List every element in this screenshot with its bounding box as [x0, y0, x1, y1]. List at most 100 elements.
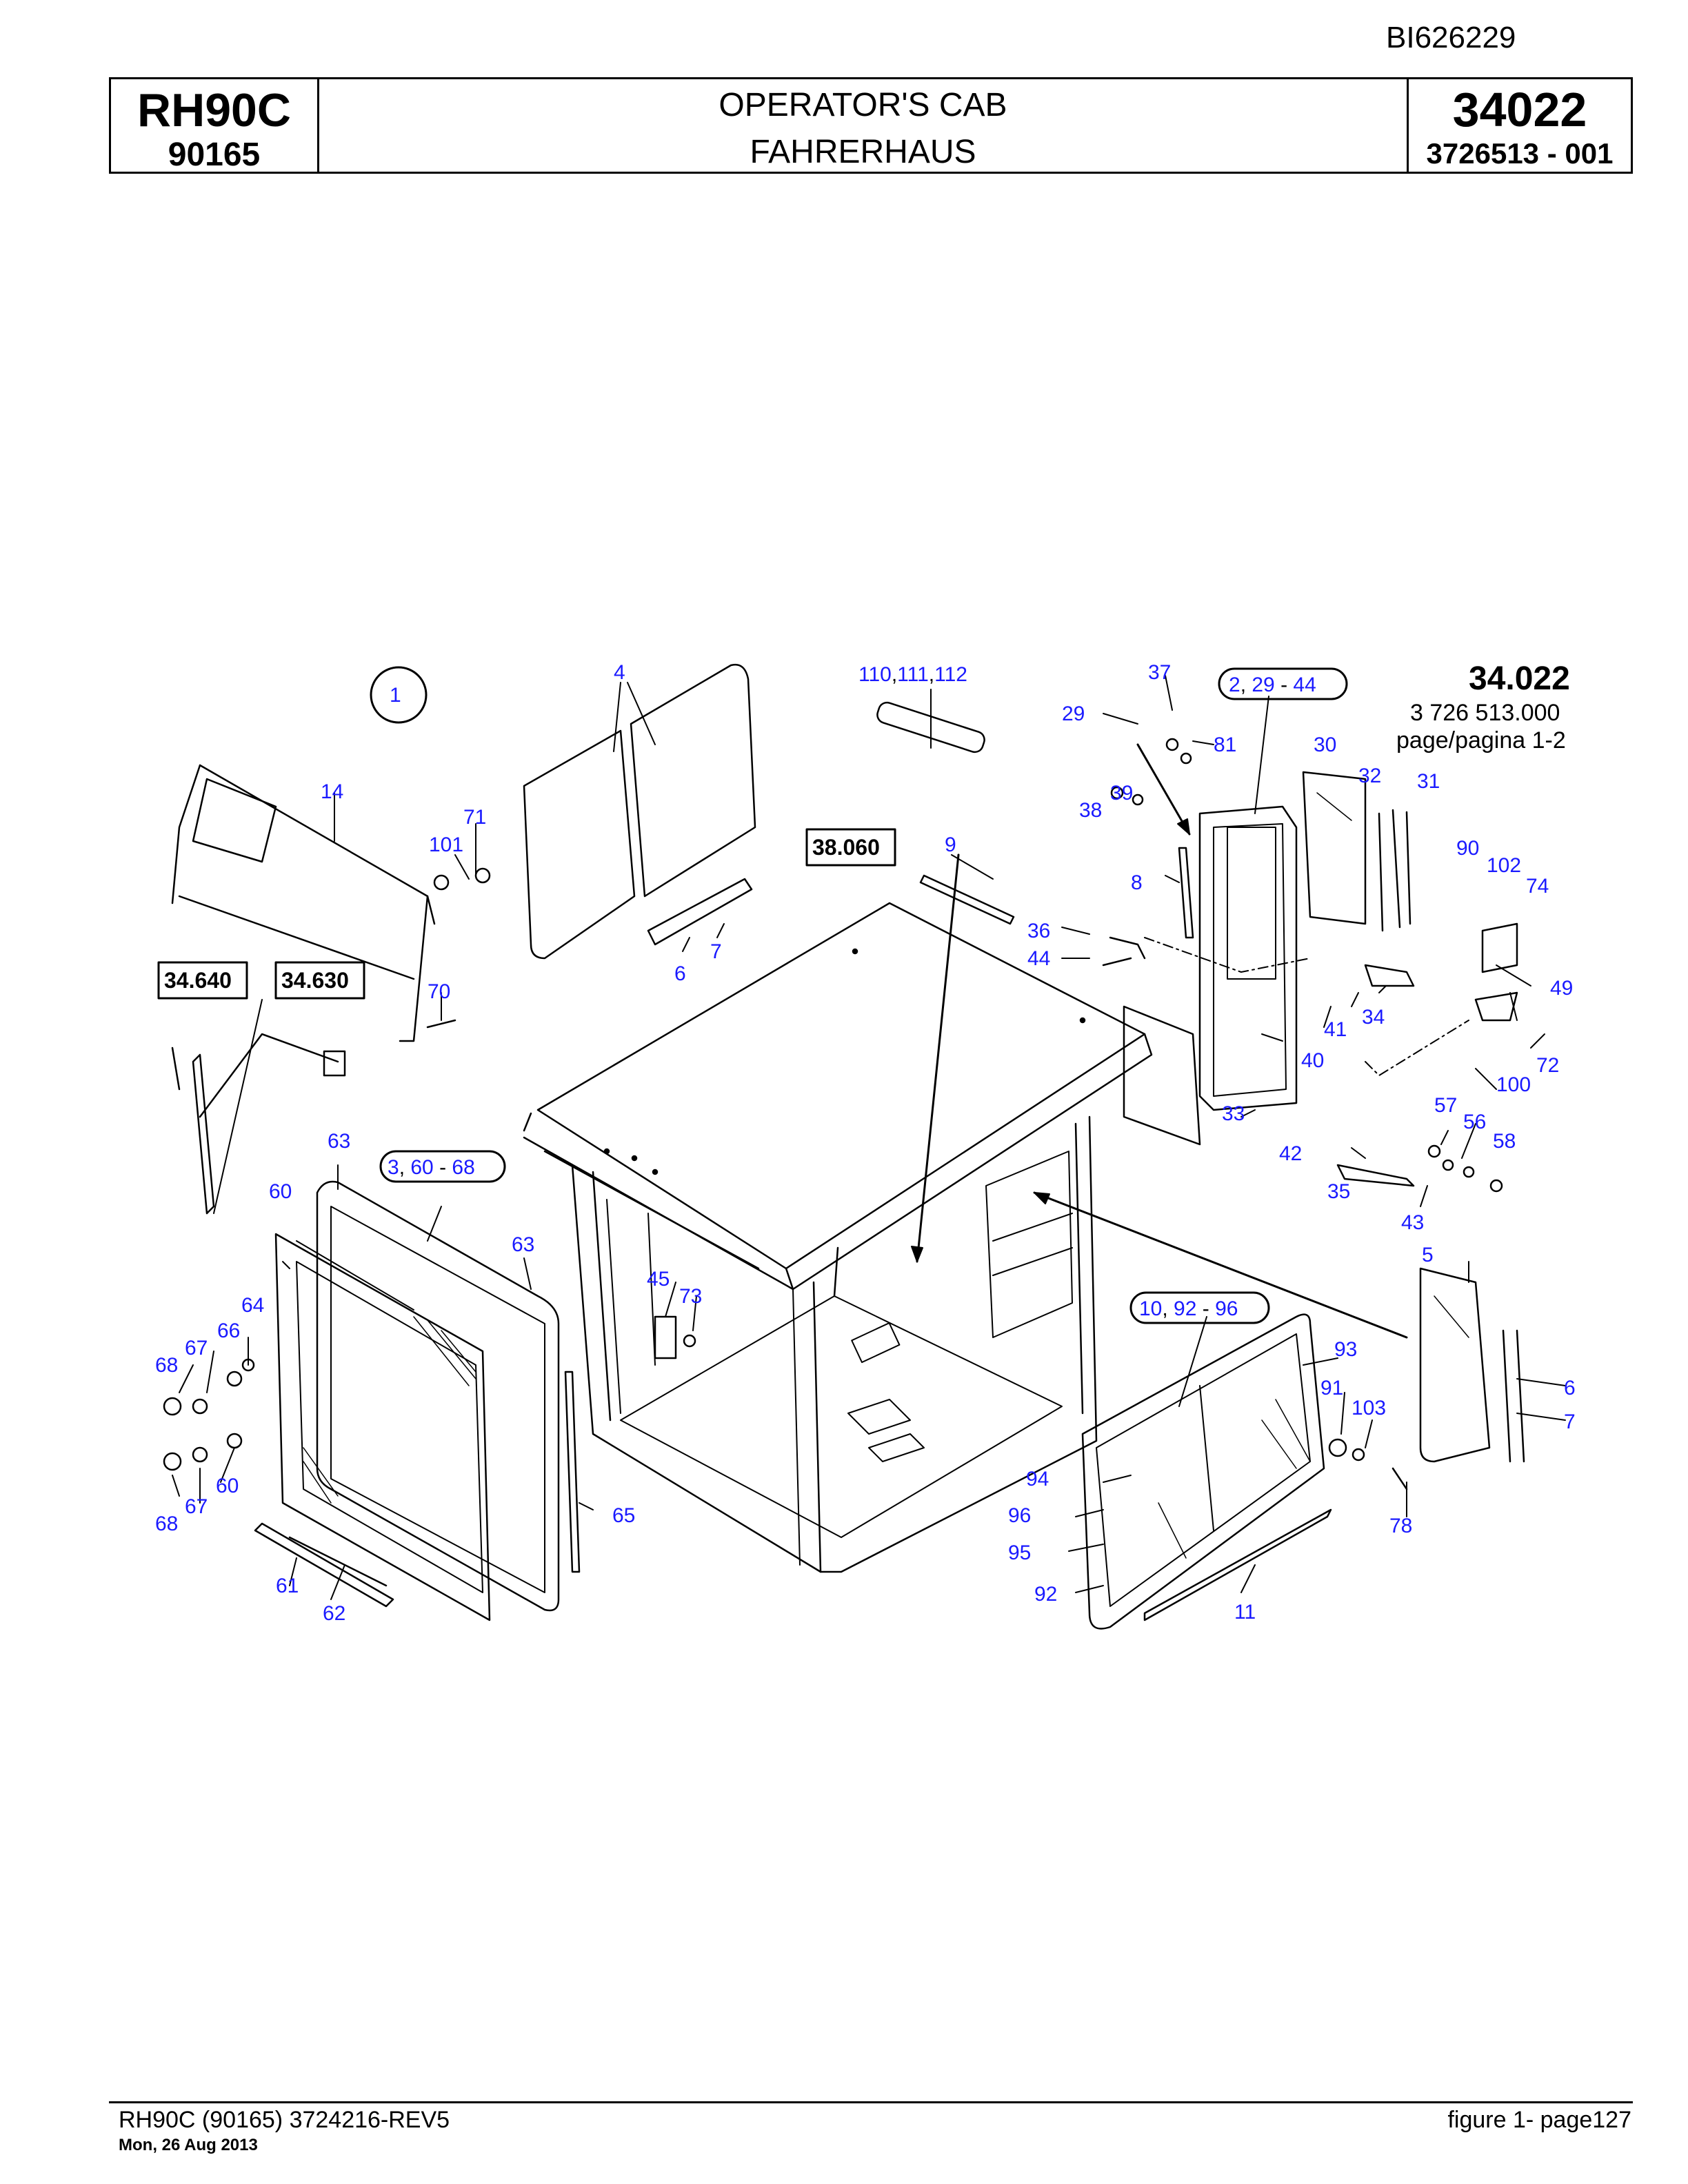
- roof-window-panels: [523, 663, 756, 960]
- callout-41: 41: [1324, 1018, 1347, 1041]
- callout-30: 30: [1314, 734, 1336, 756]
- callout-31: 31: [1417, 770, 1440, 793]
- callout-7b: 7: [1564, 1410, 1576, 1433]
- callout-33: 33: [1222, 1102, 1245, 1125]
- footer-rule: [109, 2101, 1633, 2103]
- callout-circle-1: [370, 666, 428, 724]
- callout-93: 93: [1334, 1338, 1357, 1361]
- callout-37: 37: [1148, 661, 1171, 684]
- callout-81: 81: [1214, 734, 1236, 756]
- figure-code: 34.022: [1469, 660, 1570, 697]
- callout-1: 1: [390, 684, 401, 707]
- callout-8: 8: [1131, 871, 1143, 894]
- callout-96: 96: [1008, 1504, 1031, 1527]
- callout-101: 101: [429, 833, 463, 856]
- callout-94: 94: [1026, 1468, 1049, 1490]
- callout-73: 73: [679, 1285, 702, 1308]
- callout-4: 4: [614, 661, 625, 684]
- callout-36: 36: [1027, 920, 1050, 942]
- leader-lines: [172, 675, 1566, 1600]
- callout-56: 56: [1463, 1111, 1486, 1133]
- callout-group-110: 110,111,112: [858, 663, 967, 686]
- group-pill-2-29-44: 2, 29 - 44: [1218, 667, 1348, 700]
- callout-7: 7: [710, 940, 722, 963]
- svg-text:3, 60 - 68: 3, 60 - 68: [388, 1156, 475, 1179]
- svg-text:2, 29 - 44: 2, 29 - 44: [1229, 674, 1316, 696]
- callout-14: 14: [321, 780, 343, 803]
- callout-60a: 60: [269, 1180, 292, 1203]
- callout-102: 102: [1487, 854, 1521, 877]
- footer-page: figure 1- page127: [1447, 2107, 1631, 2133]
- left-window-frame: [254, 1180, 581, 1621]
- callout-5: 5: [1422, 1244, 1434, 1266]
- front-window-frame: [1081, 1267, 1525, 1630]
- callout-92: 92: [1034, 1583, 1057, 1606]
- callout-95: 95: [1008, 1541, 1031, 1564]
- figure-cell: 34022 3726513 - 001: [1409, 79, 1631, 172]
- callout-63b: 63: [512, 1233, 534, 1256]
- title-block: RH90C 90165 OPERATOR'S CAB FAHRERHAUS 34…: [109, 77, 1633, 174]
- callout-91: 91: [1320, 1377, 1343, 1399]
- callout-78: 78: [1389, 1515, 1412, 1537]
- callout-44: 44: [1027, 947, 1050, 970]
- title-german: FAHRERHAUS: [750, 134, 976, 170]
- sunshade-assembly: [171, 764, 436, 1042]
- callout-labels: 4 110,111,112 37 1 29 81 30 14 39 32 31 …: [155, 661, 1576, 1625]
- callout-11: 11: [1234, 1601, 1256, 1624]
- cab-body: [523, 902, 1153, 1573]
- callout-38: 38: [1079, 799, 1102, 822]
- callout-60b: 60: [216, 1475, 239, 1497]
- callout-72: 72: [1536, 1054, 1559, 1077]
- figure-number: 34022: [1452, 83, 1587, 136]
- callout-100: 100: [1496, 1073, 1531, 1096]
- reference-box-34630: 34.630: [274, 961, 365, 1000]
- callout-67a: 67: [185, 1337, 208, 1359]
- callout-6: 6: [674, 962, 686, 985]
- svg-text:38.060: 38.060: [812, 835, 880, 860]
- callout-62: 62: [323, 1602, 345, 1625]
- callout-70: 70: [428, 980, 450, 1003]
- callout-63a: 63: [328, 1130, 350, 1153]
- callout-71: 71: [463, 806, 486, 829]
- part-number: 3726513 - 001: [1426, 137, 1614, 170]
- callout-90: 90: [1456, 837, 1479, 860]
- callout-74: 74: [1526, 875, 1549, 898]
- model-cell: RH90C 90165: [111, 79, 319, 173]
- title-cell: OPERATOR'S CAB FAHRERHAUS: [319, 79, 1409, 172]
- callout-45: 45: [647, 1268, 670, 1291]
- callout-68a: 68: [155, 1354, 178, 1377]
- callout-49: 49: [1550, 977, 1573, 1000]
- right-door-frame: [1123, 771, 1518, 1146]
- callout-34: 34: [1362, 1006, 1385, 1029]
- callout-67b: 67: [185, 1495, 208, 1518]
- callout-29: 29: [1062, 702, 1085, 725]
- callout-65: 65: [612, 1504, 635, 1527]
- model-name: RH90C: [137, 84, 291, 136]
- callout-39: 39: [1110, 782, 1133, 805]
- svg-text:10, 92 - 96: 10, 92 - 96: [1139, 1297, 1238, 1320]
- callout-32: 32: [1358, 765, 1381, 787]
- reference-box-34640: 34.640: [157, 961, 248, 1000]
- assembly-number: 3 726 513.000: [1410, 700, 1560, 726]
- callout-103: 103: [1352, 1397, 1386, 1419]
- callout-43: 43: [1401, 1211, 1424, 1234]
- title-english: OPERATOR'S CAB: [719, 87, 1007, 123]
- callout-68b: 68: [155, 1513, 178, 1535]
- footer-date: Mon, 26 Aug 2013: [119, 2136, 258, 2154]
- reference-box-38060: 38.060: [805, 828, 896, 867]
- figure-info: 34.022 3 726 513.000 page/pagina 1-2: [1396, 660, 1570, 754]
- small-hardware: [163, 701, 1503, 1490]
- wiper-assembly: [171, 1033, 346, 1215]
- callout-58: 58: [1493, 1130, 1516, 1153]
- svg-text:34.630: 34.630: [281, 968, 349, 993]
- document-id: BI626229: [1386, 21, 1516, 54]
- callout-40: 40: [1301, 1049, 1324, 1072]
- svg-text:34.640: 34.640: [164, 968, 232, 993]
- page-reference: page/pagina 1-2: [1396, 727, 1566, 754]
- callout-35: 35: [1327, 1180, 1350, 1203]
- group-pill-10-92-96: 10, 92 - 96: [1129, 1291, 1270, 1324]
- callout-57: 57: [1434, 1094, 1457, 1117]
- model-number: 90165: [168, 136, 261, 173]
- callout-66: 66: [217, 1320, 240, 1342]
